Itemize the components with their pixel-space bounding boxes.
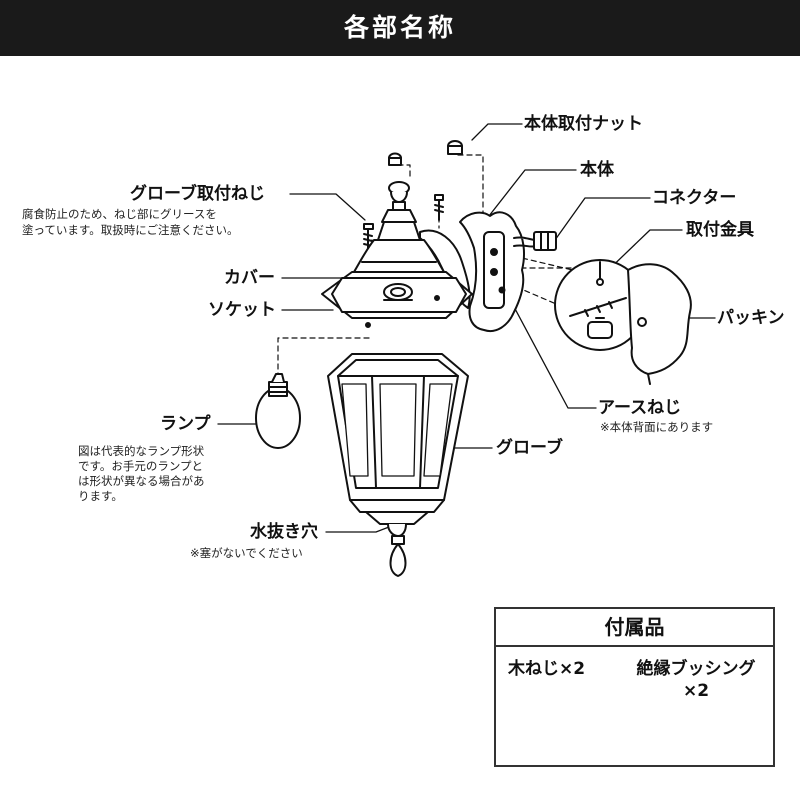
packing — [627, 263, 692, 385]
body-mount-nut — [447, 140, 463, 155]
accessory-bushing-label-line1: 絶縁ブッシング — [636, 659, 756, 679]
spare-nut — [388, 152, 402, 166]
label-body: 本体 — [580, 160, 614, 180]
mounting-bracket — [554, 259, 646, 351]
label-body-nut: 本体取付ナット — [524, 114, 643, 134]
label-lamp: ランプ — [160, 414, 211, 434]
accessories-title: 付属品 — [496, 609, 773, 647]
bracket-screw — [569, 297, 627, 317]
note-drain-hole: ※塞がないでください — [190, 546, 303, 560]
page-title: 各部名称 — [0, 0, 800, 56]
note-earth-screw: ※本体背面にあります — [600, 420, 714, 434]
note-lamp-4: ります。 — [78, 489, 123, 503]
label-drain-hole: 水抜き穴 — [250, 522, 318, 542]
note-lamp-2: です。お手元のランプと — [78, 459, 204, 473]
note-lamp-3: は形状が異なる場合があ — [78, 474, 205, 488]
accessory-bushing-label-line2: ×2 — [682, 681, 710, 701]
connector — [513, 231, 557, 251]
globe-screw-right — [434, 194, 444, 221]
label-packing: パッキン — [717, 308, 785, 328]
label-globe: グローブ — [496, 438, 563, 458]
label-mount-bracket: 取付金具 — [686, 220, 754, 240]
accessory-wood-screw-label: 木ねじ×2 — [508, 659, 586, 679]
label-connector: コネクター — [652, 188, 737, 208]
drain-tip — [387, 523, 407, 577]
globe-screw-left — [363, 223, 374, 249]
label-earth-screw: アースねじ — [598, 398, 682, 418]
note-lamp-1: 図は代表的なランプ形状 — [78, 444, 205, 458]
label-globe-screw: グローブ取付ねじ — [130, 184, 265, 204]
note-globe-screw-2: 塗っています。取扱時にご注意ください。 — [22, 223, 239, 237]
accessory-bushing-label: 絶縁ブッシング ×2 — [626, 658, 766, 702]
accessories-box: 付属品 木ねじ×2 絶縁ブッシング ×2 — [494, 607, 775, 767]
label-cover: カバー — [224, 268, 275, 288]
label-socket: ソケット — [208, 300, 276, 320]
socket-plate — [321, 271, 473, 328]
globe — [327, 353, 469, 525]
cover — [353, 181, 445, 273]
lamp-bulb — [255, 373, 301, 449]
note-globe-screw-1: 腐食防止のため、ねじ部にグリースを — [22, 207, 217, 221]
